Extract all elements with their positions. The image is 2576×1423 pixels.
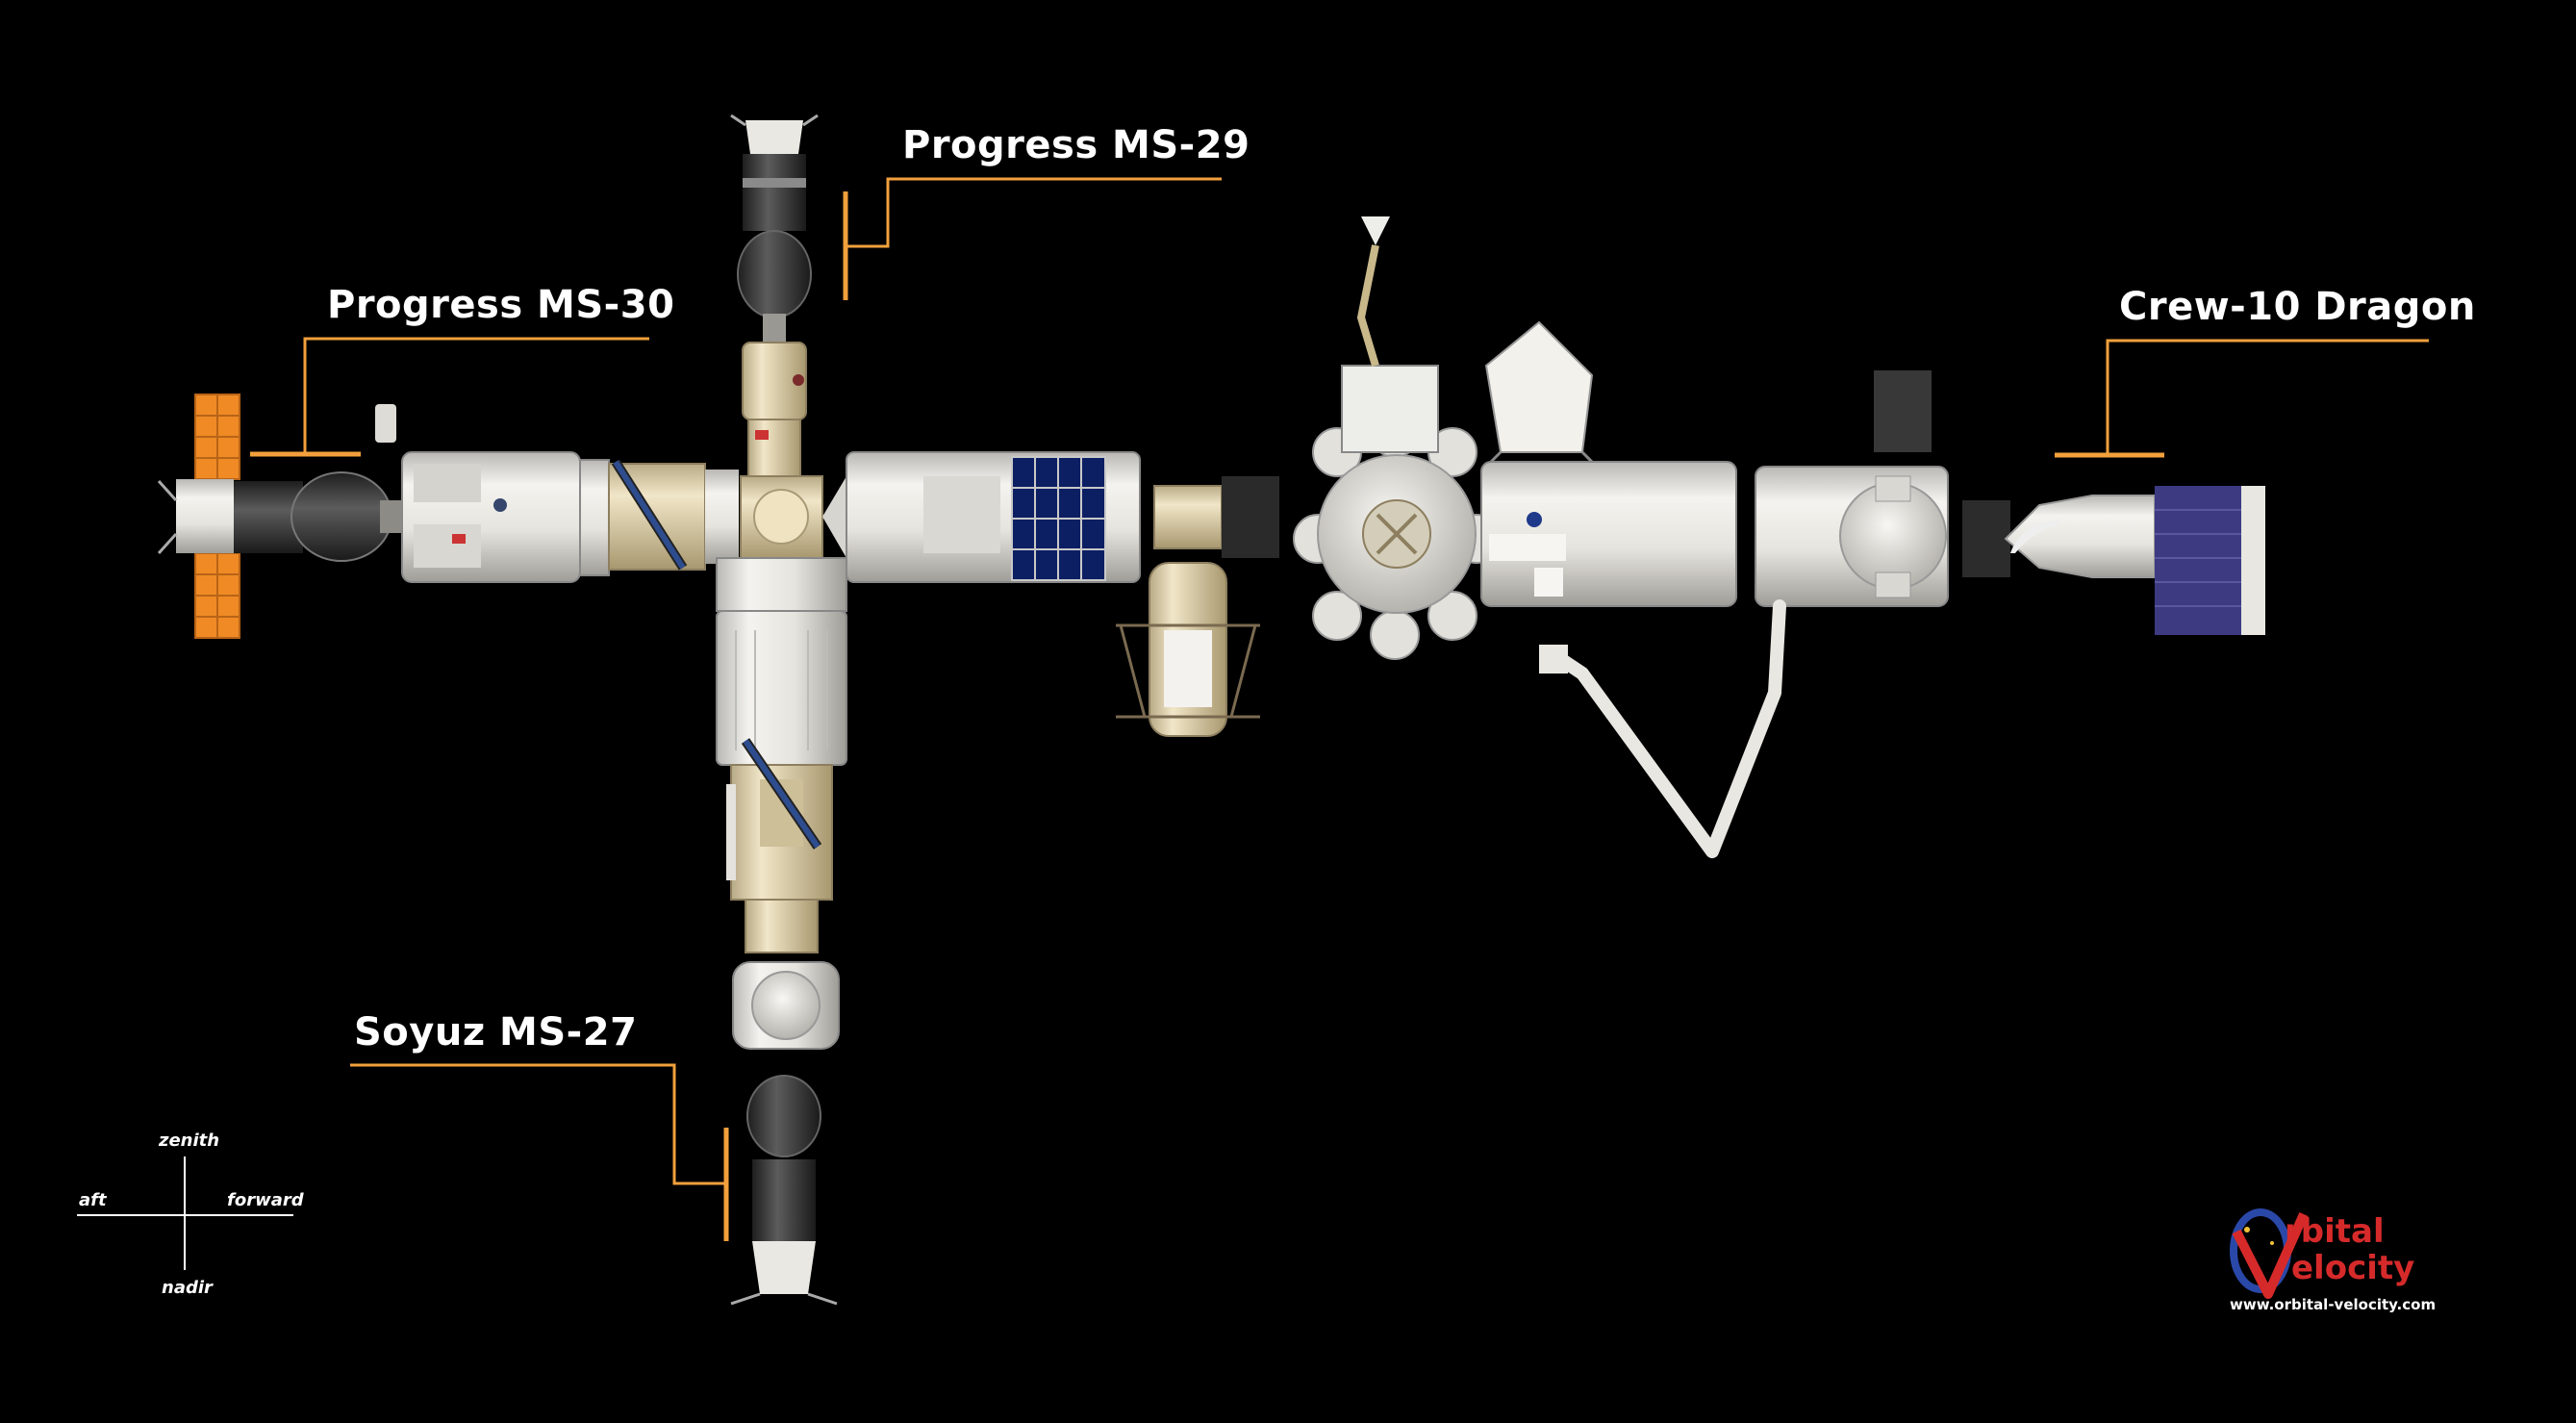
destiny-lab (1480, 461, 1737, 607)
orbital-velocity-logo (2230, 1208, 2309, 1299)
progress-ms29-spacecraft (730, 114, 819, 343)
cygnus-side-module (1116, 562, 1260, 737)
poisk-module (742, 342, 807, 477)
compass-aft: aft (79, 1190, 107, 1210)
central-node (740, 475, 823, 559)
brand-line1: rbital (2285, 1212, 2385, 1251)
brand-url: www.orbital-velocity.com (2230, 1296, 2437, 1313)
pma-adapter (1153, 476, 1279, 558)
bishop-airlock (1484, 320, 1594, 464)
label-progress-ms29: Progress MS-29 (902, 123, 1250, 167)
label-crew10-dragon: Crew-10 Dragon (2119, 285, 2476, 329)
nauka-module (716, 557, 847, 953)
solar-array-blue (1011, 456, 1106, 581)
leader-progress-ms29 (846, 177, 1222, 248)
leader-lines (250, 177, 2429, 1241)
crew10-dragon-spacecraft (2004, 486, 2265, 635)
canadarm (1539, 599, 1786, 858)
orientation-compass (77, 1156, 293, 1270)
label-soyuz-ms27: Soyuz MS-27 (354, 1010, 638, 1055)
prichal-node (732, 961, 840, 1050)
antenna-mast (1356, 216, 1390, 368)
zvezda-module (401, 451, 739, 583)
harmony-node (1293, 365, 1502, 660)
compass-forward: forward (227, 1190, 304, 1210)
leader-soyuz-ms27 (350, 1063, 726, 1185)
zarya-module (822, 451, 1141, 583)
brand-line2: elocity (2291, 1249, 2415, 1287)
compass-nadir: nadir (162, 1278, 213, 1298)
compass-zenith: zenith (159, 1131, 220, 1151)
leader-crew10 (2055, 339, 2429, 457)
soyuz-ms27-spacecraft (730, 1075, 838, 1306)
label-progress-ms30: Progress MS-30 (327, 283, 675, 327)
progress-ms30-spacecraft (157, 394, 401, 639)
leader-progress-ms30 (250, 337, 649, 456)
node-forward (1755, 370, 2010, 607)
